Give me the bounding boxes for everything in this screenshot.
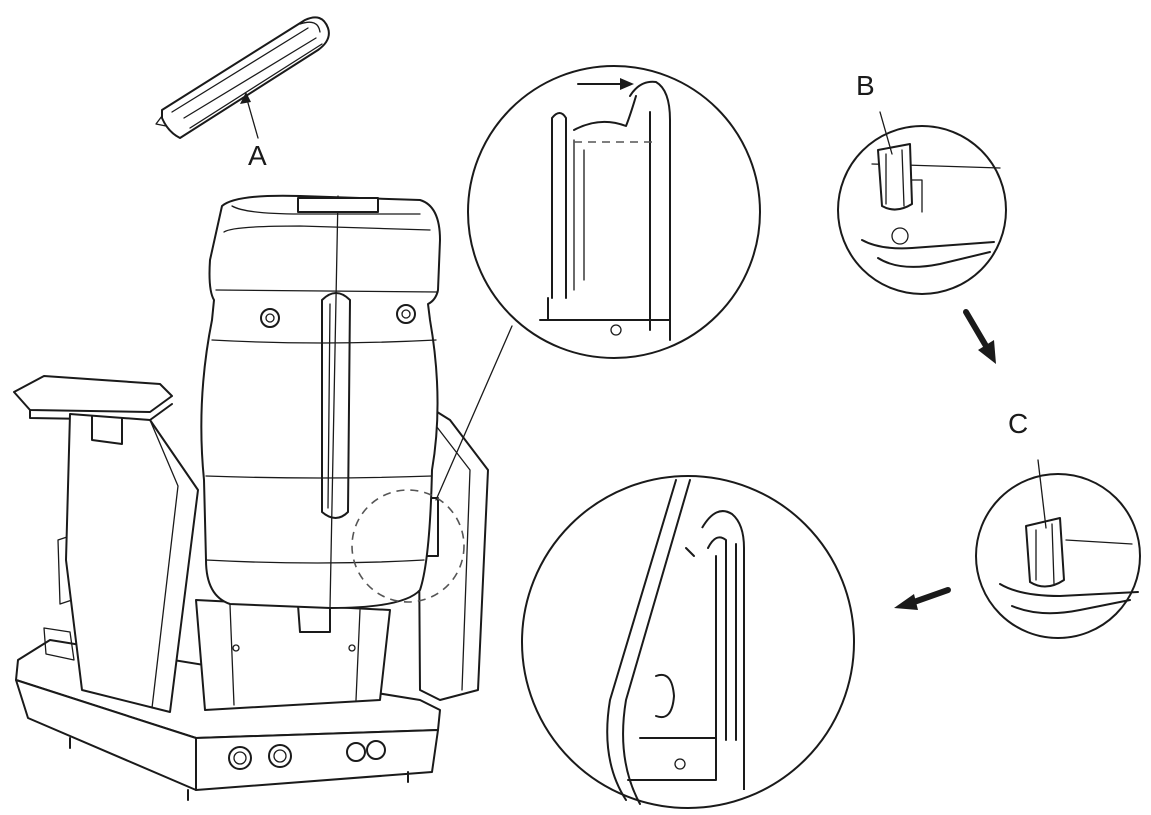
arrow-c-to-bottom [894,587,951,610]
label-c: C [1008,408,1029,439]
leader-line [435,325,513,501]
zoom-detail-b [837,125,1007,295]
label-a-pointer [240,92,259,139]
chair-right-armrest [417,399,489,701]
chair-backrest [200,194,441,609]
arrow-b-to-c [963,309,996,364]
label-c-pointer [1037,459,1047,529]
label-a: A [248,140,267,171]
zoom-detail-c [975,473,1141,639]
label-b-pointer [879,111,893,155]
zoom-detail-bottom [521,475,855,809]
chair-left-armrest [13,375,199,713]
highlight-circle [351,489,465,603]
label-b: B [856,70,875,101]
zoom-detail-top [467,65,761,359]
clip-part-a [155,16,330,139]
